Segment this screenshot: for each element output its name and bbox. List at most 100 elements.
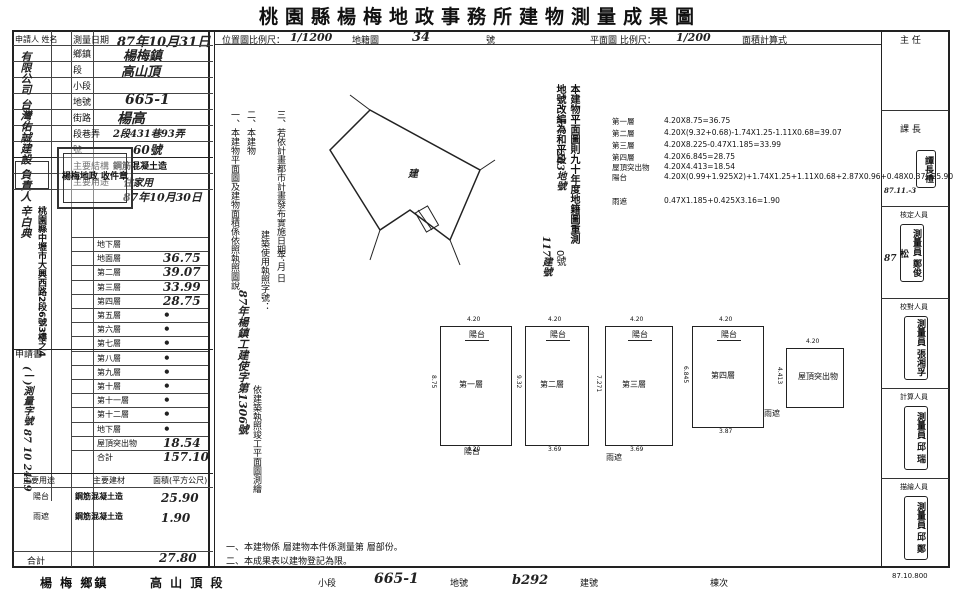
checker-label: 核定人員: [900, 211, 928, 219]
applicant-doc-label: 申請書: [15, 350, 43, 360]
table-divider: [93, 31, 94, 567]
floor-plan-top-dim: 4.20: [548, 316, 562, 323]
floor-area: •: [163, 308, 171, 322]
calc-label: 陽台: [612, 173, 627, 182]
floor-area: •: [163, 393, 171, 408]
table-row: [13, 473, 213, 474]
footer-subsection-label: 小段: [318, 579, 337, 589]
mapper-label: 描繪人員: [900, 483, 928, 491]
plan-scale-label: 平面圖 比例尺：: [590, 36, 656, 46]
applicant-doc-note: (一)測量字號 87 10 2419: [21, 366, 32, 492]
floor-plan-name: 第三層: [622, 380, 646, 389]
row-divider: [881, 206, 949, 207]
footer-township: 楊 梅 鄉鎮: [40, 576, 109, 590]
renumber-note-2: 地號改編為和平段: [554, 84, 565, 164]
floor-area: 157.10: [163, 450, 209, 464]
floor-plan: [786, 348, 844, 408]
table-row: [13, 173, 213, 174]
floor-area: 18.54: [163, 435, 201, 450]
usage-label: 主要用途: [73, 178, 110, 188]
table-row: [13, 125, 213, 126]
floor-area: •: [163, 364, 171, 379]
renumber-note-1: 本建物平面圖則九十年度地籍圖重測: [568, 84, 579, 244]
plan-scale-value: 1/200: [676, 31, 711, 44]
floor-plan-bottom-dim: 4.20: [467, 446, 481, 453]
floor-plan-top-dim: 4.20: [806, 338, 820, 345]
location-address: 桃園縣中壢市大興西路2段6號3樓之4: [36, 206, 46, 358]
street-label: 街路: [73, 114, 92, 124]
calc-expression: 4.20X8.75=36.75: [664, 116, 731, 125]
floor-name: 第八層: [97, 353, 121, 363]
floor-plan-balcony: 陽台: [465, 329, 489, 341]
note-2: 二、本建物: [245, 110, 255, 155]
table-row: [13, 109, 213, 110]
accessory-usage: 陽台: [33, 492, 49, 501]
location-scale-value: 1/1200: [290, 31, 333, 44]
calc-expression: 0.47X1.185+0.425X3.16=1.90: [664, 196, 780, 205]
calc-expression: 4.20X8.225-0.47X1.185=33.99: [664, 140, 782, 149]
table-row: [71, 393, 208, 395]
table-divider: [208, 31, 210, 567]
footer-lot: 665-1: [374, 571, 419, 587]
footer-door-label: 棟次: [710, 579, 729, 589]
floor-plan-extra-label: 陽台: [464, 447, 480, 456]
accessory-material: 鋼筋混凝土造: [75, 512, 123, 521]
floor-name: 第二層: [97, 268, 121, 278]
main-structure-value: 鋼筋混凝土造: [113, 162, 168, 172]
receipt-stamp-text: 楊梅地政 收件章: [61, 172, 129, 182]
accessory-usage: 雨遮: [33, 512, 49, 521]
table-row: [71, 336, 208, 338]
bottom-note-2: 二、本成果表以建物登記為限。: [226, 557, 353, 567]
registration-seal: [15, 161, 49, 189]
floor-name: 地下層: [97, 424, 121, 434]
renumber-note-4: 117建號: [540, 236, 551, 277]
number-label: 號: [73, 146, 83, 156]
drafter-label: 計算人員: [900, 393, 928, 401]
note-3: 三、若依計畫都市計畫發布實施日期：: [275, 110, 285, 263]
accessory-area-header: 面積(平方公尺): [153, 476, 208, 485]
floor-name: 第十二層: [97, 410, 129, 420]
completion-date: 87年10月30日: [123, 191, 202, 204]
floor-plan-side-dim: 8.75: [430, 375, 437, 389]
receipt-stamp: 楊梅地政 收件章: [57, 147, 133, 209]
floor-name: 第六層: [97, 325, 121, 335]
applicant-header: 申請人 姓名: [15, 35, 58, 44]
calc-expression: 4.20X6.845=28.75: [664, 152, 736, 161]
section-chief-label: 課 長: [900, 125, 921, 135]
floor-plan-bottom-dim: 3.69: [548, 446, 562, 453]
checker-date: 87: [884, 254, 897, 264]
calc-label: 雨遮: [612, 197, 627, 206]
map-sheet-label: 地籍圖: [352, 36, 380, 46]
license-number: 87年楊鎮工建使字第1306號: [236, 290, 249, 435]
floor-plan-name: 第四層: [711, 371, 735, 380]
footer-building-no: b292: [512, 573, 549, 588]
accessory-total-value: 27.80: [159, 551, 197, 565]
calc-expression: 4.20X(9.32+0.68)-1.74X1.25-1.11X0.68=39.…: [664, 128, 842, 137]
footer-lot-label: 地號: [450, 579, 469, 589]
floor-plan-side-dim: 7.271: [595, 375, 602, 393]
accessory-usage-header: 主要用途: [23, 476, 55, 485]
table-row: [71, 265, 208, 267]
drafter-seal: 測量員 邱 瑞: [904, 406, 928, 470]
note-4: 建築使用執照字號：: [259, 230, 269, 311]
license-note: 依建築執照竣工平面圖測繪: [251, 385, 261, 493]
township-label: 鄉鎮: [73, 50, 92, 60]
area-calc-label: 面積計算式: [742, 36, 788, 46]
calc-label: 第二層: [612, 129, 635, 138]
lane-label: 段巷弄: [73, 130, 101, 140]
floor-plan-top-dim: 4.20: [630, 316, 644, 323]
floor-plan-side-dim: 6.845: [682, 366, 689, 384]
floor-name: 第五層: [97, 311, 121, 320]
floor-plan: [692, 326, 764, 428]
parcel-label-building: 建: [408, 169, 418, 180]
floor-area: 39.07: [163, 265, 201, 280]
applicant-name: 有限公司 台灣佑誠建設 負責人 辛白典: [19, 51, 32, 239]
surveyor-seal: 測量員 張湘孚: [904, 316, 928, 380]
accessory-area: 25.90: [161, 491, 199, 505]
floor-plan-name: 屋頂突出物: [798, 372, 838, 381]
table-row: [71, 293, 208, 295]
map-sheet-value: 34: [412, 30, 431, 45]
accessory-total-label: 合計: [27, 557, 46, 567]
floor-plan-bottom-dim: 3.69: [630, 446, 644, 453]
floor-name: 第三層: [97, 282, 121, 292]
